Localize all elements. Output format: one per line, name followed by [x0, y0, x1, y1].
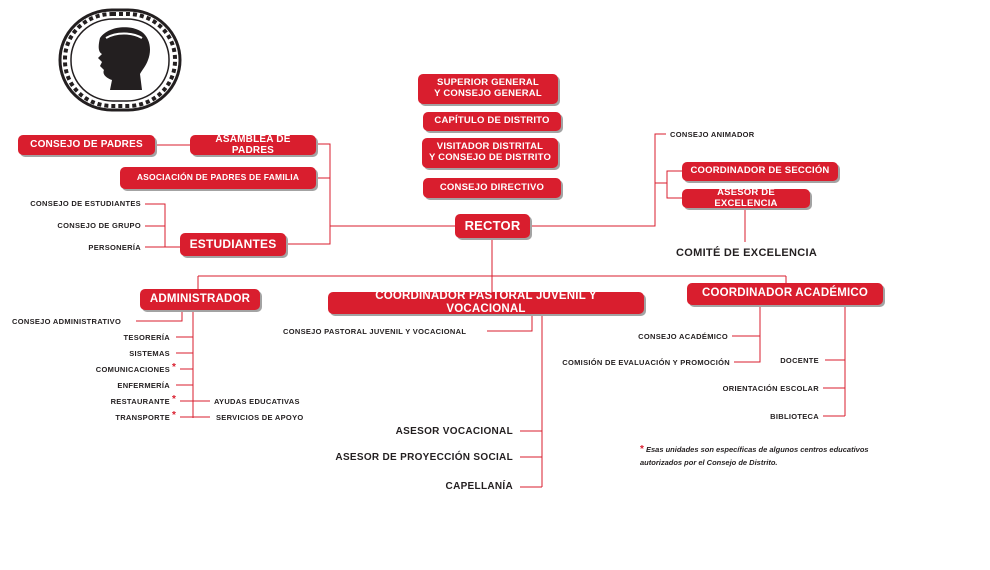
comunicaciones-label: COMUNICACIONES	[95, 365, 170, 374]
asamblea-padres-box: ASAMBLEA DE PADRES	[190, 134, 316, 156]
capellania-label: CAPELLANÍA	[445, 481, 513, 492]
transporte-label: TRANSPORTE	[115, 413, 170, 422]
tesoreria-label: TESORERÍA	[123, 333, 170, 342]
profile-medallion-icon	[58, 8, 182, 112]
footnote: * Esas unidades son específicas de algun…	[640, 443, 870, 468]
coordinador-seccion-box: COORDINADOR DE SECCIÓN	[682, 162, 838, 181]
orientacion-escolar-label: ORIENTACIÓN ESCOLAR	[722, 384, 819, 393]
asesor-excelencia-box: ASESOR DE EXCELENCIA	[682, 187, 810, 208]
restaurante-label: RESTAURANTE	[110, 397, 170, 406]
coordinador-pastoral-box: COORDINADOR PASTORAL JUVENIL Y VOCACIONA…	[328, 290, 644, 315]
comunicaciones-star: *	[172, 362, 177, 373]
personeria-label: PERSONERÍA	[88, 243, 141, 252]
consejo-padres-box: CONSEJO DE PADRES	[18, 135, 155, 155]
consejo-directivo-box: CONSEJO DIRECTIVO	[423, 178, 561, 198]
consejo-pastoral-label: CONSEJO PASTORAL JUVENIL Y VOCACIONAL	[283, 327, 467, 336]
estudiantes-box: ESTUDIANTES	[180, 233, 286, 256]
consejo-administrativo-label: CONSEJO ADMINISTRATIVO	[12, 317, 122, 326]
consejo-academico-label: CONSEJO ACADÉMICO	[638, 332, 728, 341]
consejo-animador-label: CONSEJO ANIMADOR	[670, 130, 755, 139]
superior-general-box: SUPERIOR GENERAL Y CONSEJO GENERAL	[418, 74, 558, 104]
consejo-estudiantes-label: CONSEJO DE ESTUDIANTES	[30, 199, 141, 208]
asesor-vocacional-label: ASESOR VOCACIONAL	[395, 426, 513, 437]
administrador-box: ADMINISTRADOR	[140, 289, 260, 310]
capitulo-distrito-box: CAPÍTULO DE DISTRITO	[423, 112, 561, 131]
biblioteca-label: BIBLIOTECA	[770, 412, 819, 421]
rector-box: RECTOR	[455, 214, 530, 238]
footnote-text: Esas unidades son específicas de algunos…	[640, 445, 869, 467]
asesor-proyeccion-social-label: ASESOR DE PROYECCIÓN SOCIAL	[335, 452, 513, 463]
coordinador-academico-box: COORDINADOR ACADÉMICO	[687, 283, 883, 305]
docente-label: DOCENTE	[780, 356, 819, 365]
asociacion-padres-box: ASOCIACIÓN DE PADRES DE FAMILIA	[120, 167, 316, 189]
restaurante-star: *	[172, 394, 177, 405]
enfermeria-label: ENFERMERÍA	[117, 381, 170, 390]
footnote-star: *	[640, 444, 644, 455]
consejo-grupo-label: CONSEJO DE GRUPO	[57, 221, 141, 230]
servicios-apoyo-label: SERVICIOS DE APOYO	[216, 413, 304, 422]
comite-excelencia-label: COMITÉ DE EXCELENCIA	[676, 247, 818, 259]
comision-evaluacion-label: COMISIÓN DE EVALUACIÓN Y PROMOCIÓN	[562, 358, 730, 367]
sistemas-label: SISTEMAS	[129, 349, 170, 358]
ayudas-educativas-label: AYUDAS EDUCATIVAS	[214, 397, 300, 406]
transporte-star: *	[172, 410, 177, 421]
visitador-distrital-box: VISITADOR DISTRITAL Y CONSEJO DE DISTRIT…	[422, 138, 558, 168]
